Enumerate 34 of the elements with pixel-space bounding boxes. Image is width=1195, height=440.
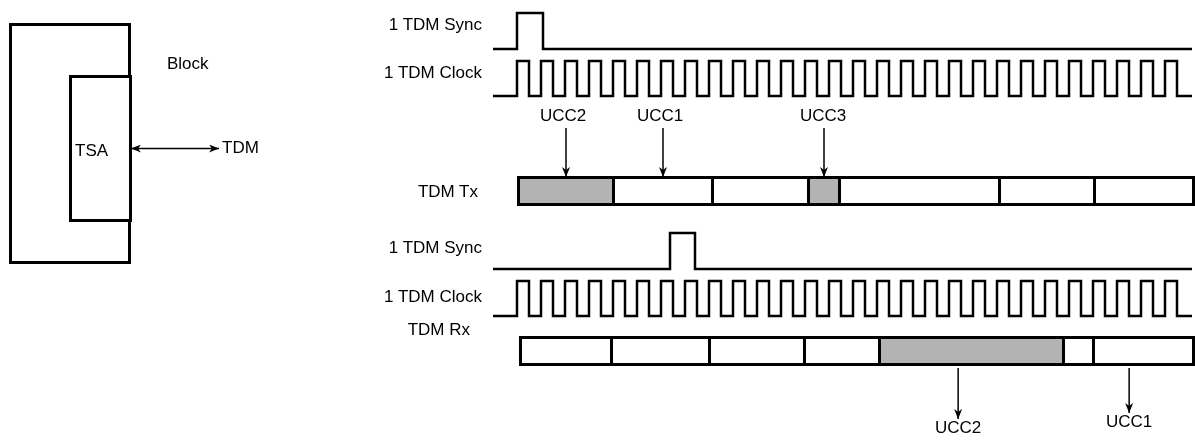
tsa-box	[69, 75, 132, 222]
signal-name: 1 TDM Sync	[388, 238, 482, 258]
arrow	[820, 127, 828, 178]
signal-name: 1 TDM Sync	[388, 15, 482, 35]
signal-name: 1 TDM Clock	[384, 287, 482, 307]
arrow	[954, 367, 963, 420]
signal-name: TDM Rx	[407, 320, 470, 340]
signal-label: UCC2	[935, 418, 982, 438]
time-slot	[807, 176, 841, 206]
arrow	[562, 127, 570, 178]
arrow	[659, 127, 667, 178]
arrow	[130, 144, 220, 153]
signal-label: UCC2	[540, 106, 587, 126]
block-heading: Block	[167, 54, 209, 74]
time-slot	[711, 176, 810, 206]
signal-label: TDM	[222, 138, 259, 158]
tsa-label: TSA	[75, 141, 109, 161]
time-slot	[517, 176, 615, 206]
signal-name: 1 TDM Clock	[384, 63, 482, 83]
time-slot	[803, 336, 881, 366]
arrow	[1125, 367, 1134, 414]
signal-label: UCC1	[637, 106, 684, 126]
time-slot	[838, 176, 1001, 206]
time-slot	[612, 176, 714, 206]
time-slot	[519, 336, 613, 366]
time-slot	[1093, 176, 1195, 206]
signal-name: TDM Tx	[417, 182, 478, 202]
time-slot	[998, 176, 1096, 206]
signal-label: UCC3	[800, 106, 847, 126]
time-slot	[878, 336, 1065, 366]
time-slot	[1092, 336, 1195, 366]
time-slot	[708, 336, 806, 366]
time-slot	[610, 336, 711, 366]
signal-label: UCC1	[1106, 412, 1153, 432]
